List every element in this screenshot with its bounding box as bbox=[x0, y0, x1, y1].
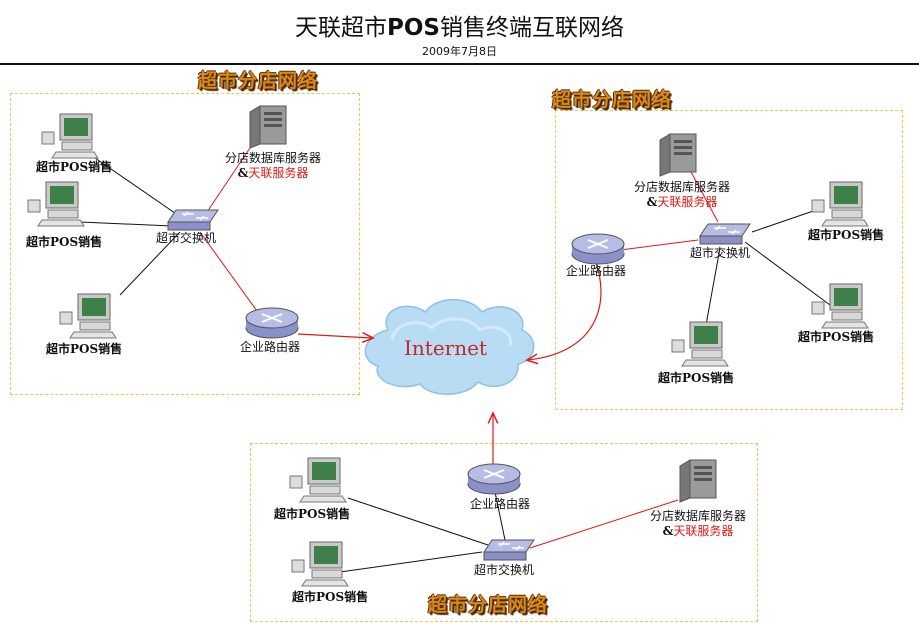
ampersand: & bbox=[662, 524, 674, 538]
router-label: 企业路由器 bbox=[470, 497, 531, 511]
database-server-icon bbox=[249, 105, 287, 149]
router-icon bbox=[571, 233, 625, 265]
pos-label: 超市POS销售 bbox=[46, 342, 123, 356]
ampersand: & bbox=[237, 166, 249, 180]
store-b-links bbox=[528, 169, 831, 360]
router-icon bbox=[467, 463, 521, 495]
db-server-label: 分店数据库服务器 &天联服务器 bbox=[225, 151, 321, 181]
database-server-icon bbox=[679, 459, 717, 503]
pos-terminal-icon bbox=[671, 321, 729, 367]
tianlian-server-name: 天联服务器 bbox=[673, 524, 734, 538]
db-server-name: 分店数据库服务器 bbox=[649, 509, 747, 523]
tianlian-server-line: &天联服务器 bbox=[650, 524, 746, 539]
pos-label: 超市POS销售 bbox=[808, 228, 885, 242]
zone-store-a bbox=[10, 93, 360, 395]
router-icon bbox=[245, 307, 299, 339]
switch-icon bbox=[483, 539, 535, 561]
pos-terminal-icon bbox=[811, 283, 869, 329]
zone-store-b-title: 超市分店网络 bbox=[552, 89, 673, 111]
router-label: 企业路由器 bbox=[240, 340, 301, 354]
tianlian-server-name: 天联服务器 bbox=[657, 195, 718, 209]
tianlian-server-name: 天联服务器 bbox=[248, 166, 309, 180]
pos-terminal-icon bbox=[291, 541, 349, 587]
store-c-links bbox=[339, 414, 679, 573]
pos-terminal-icon bbox=[289, 457, 347, 503]
pos-label: 超市POS销售 bbox=[292, 590, 369, 604]
ampersand: & bbox=[646, 195, 658, 209]
switch-label: 超市交换机 bbox=[474, 563, 535, 577]
router-label: 企业路由器 bbox=[566, 264, 627, 278]
title-divider bbox=[0, 63, 919, 65]
db-server-name: 分店数据库服务器 bbox=[224, 151, 322, 165]
tianlian-server-line: &天联服务器 bbox=[225, 166, 321, 181]
pos-terminal-icon bbox=[27, 181, 85, 227]
pos-label: 超市POS销售 bbox=[658, 371, 735, 385]
zone-store-b bbox=[555, 110, 903, 410]
internet-cloud bbox=[364, 298, 535, 395]
switch-icon bbox=[699, 223, 751, 245]
db-server-name: 分店数据库服务器 bbox=[633, 180, 731, 194]
pos-label: 超市POS销售 bbox=[798, 330, 875, 344]
zone-store-c bbox=[250, 443, 758, 622]
switch-icon bbox=[167, 209, 219, 231]
page-date: 2009年7月8日 bbox=[422, 45, 497, 58]
database-server-icon bbox=[659, 133, 697, 177]
switch-label: 超市交换机 bbox=[690, 246, 751, 260]
page-title: 天联超市POS销售终端互联网络 bbox=[295, 15, 624, 41]
zone-store-a-title: 超市分店网络 bbox=[198, 70, 319, 92]
pos-label: 超市POS销售 bbox=[36, 160, 113, 174]
pos-terminal-icon bbox=[59, 293, 117, 339]
pos-terminal-icon bbox=[41, 113, 99, 159]
zone-store-c-title: 超市分店网络 bbox=[428, 594, 549, 616]
db-server-label: 分店数据库服务器 &天联服务器 bbox=[650, 509, 746, 539]
pos-label: 超市POS销售 bbox=[26, 235, 103, 249]
pos-label: 超市POS销售 bbox=[274, 507, 351, 521]
internet-label: Internet bbox=[404, 336, 487, 360]
tianlian-server-line: &天联服务器 bbox=[634, 195, 730, 210]
store-a-links bbox=[79, 144, 372, 338]
pos-terminal-icon bbox=[811, 181, 869, 227]
switch-label: 超市交换机 bbox=[156, 231, 217, 245]
db-server-label: 分店数据库服务器 &天联服务器 bbox=[634, 180, 730, 210]
